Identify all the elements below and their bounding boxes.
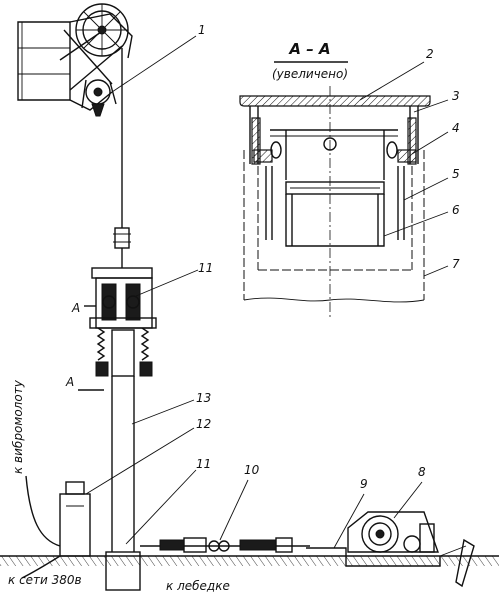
svg-text:12: 12 (196, 417, 211, 431)
callout-6: 6 (383, 203, 460, 237)
callout-2: 2 (359, 47, 434, 101)
svg-text:11: 11 (196, 457, 211, 471)
svg-text:13: 13 (196, 391, 211, 405)
svg-text:10: 10 (244, 463, 260, 477)
callout-9: 9 (333, 477, 368, 549)
section-view: А – А (увеличено) (239, 40, 431, 318)
section-subtitle: (увеличено) (272, 67, 348, 81)
pile-tube (105, 376, 141, 591)
ground-surface (0, 555, 499, 566)
note-to-mains: к сети 380в (8, 573, 82, 587)
callout-3: 3 (413, 89, 460, 113)
svg-text:3: 3 (452, 89, 460, 103)
section-title: А – А (288, 40, 330, 58)
generator-unit (59, 481, 91, 557)
svg-text:7: 7 (452, 257, 460, 271)
callout-12: 12 (85, 417, 211, 495)
svg-text:1: 1 (198, 23, 206, 37)
crane-boom-head (17, 3, 133, 117)
svg-text:9: 9 (360, 477, 368, 491)
rope-clamp (113, 227, 131, 268)
svg-text:2: 2 (426, 47, 434, 61)
callout-7: 7 (423, 257, 460, 277)
note-to-winch: к лебедке (166, 579, 230, 593)
svg-text:А: А (65, 375, 74, 389)
svg-text:А: А (71, 301, 80, 315)
callout-13: 13 (131, 391, 211, 425)
callout-5: 5 (403, 167, 460, 201)
note-to-vibrator: к вибромолоту (11, 379, 25, 474)
svg-text:5: 5 (452, 167, 460, 181)
callout-11: 11 (125, 457, 211, 545)
vibratory-pile-driver (89, 267, 157, 377)
callout-10: 10 (219, 463, 260, 541)
vibrator-cable (25, 475, 61, 547)
anchor-stake (439, 538, 475, 588)
turnbuckle-rod (140, 537, 310, 553)
svg-text:6: 6 (452, 203, 460, 217)
svg-text:8: 8 (418, 465, 426, 479)
callout-1: 1 (111, 23, 206, 93)
callout-8: 8 (393, 465, 426, 519)
electric-winch (347, 511, 439, 553)
callout-4: 4 (411, 121, 460, 155)
svg-text:4: 4 (452, 121, 460, 135)
svg-text:11: 11 (198, 261, 213, 275)
callout-vibrator-cap: 11 (135, 261, 213, 297)
section-mark-top: А (71, 301, 96, 315)
winch-sled (306, 547, 441, 567)
section-mark-bottom: А (65, 375, 104, 391)
